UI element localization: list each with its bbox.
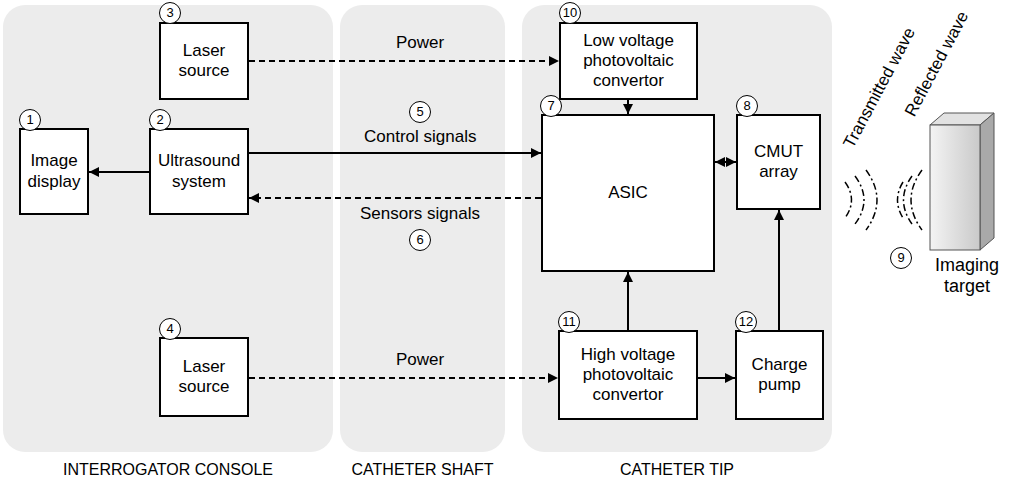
edge-label: Power bbox=[393, 350, 447, 370]
connector-arrow bbox=[627, 272, 629, 330]
edge-label: Sensors signals bbox=[357, 204, 483, 224]
callout-number: 7 bbox=[540, 95, 562, 117]
process-box: High voltage photovoltaic convertor bbox=[558, 330, 698, 420]
connector-arrow bbox=[249, 60, 559, 62]
process-box: ASIC bbox=[541, 114, 715, 272]
callout-number: 8 bbox=[736, 95, 758, 117]
callout-number: 4 bbox=[159, 318, 181, 340]
connector-arrow bbox=[89, 171, 149, 173]
box-label: Laser source bbox=[165, 41, 243, 81]
connector-arrow bbox=[249, 197, 541, 199]
connector-arrow bbox=[627, 100, 629, 114]
box-label: CMUT array bbox=[742, 142, 815, 182]
callout-number: 9 bbox=[890, 247, 912, 269]
transmitted-wave-arcs bbox=[845, 170, 877, 230]
callout-number: 11 bbox=[558, 311, 580, 333]
region-label: INTERROGATOR CONSOLE bbox=[3, 461, 333, 479]
region-band: INTERROGATOR CONSOLELaser sourceImage di… bbox=[3, 5, 333, 452]
callout-number: 5 bbox=[409, 101, 431, 123]
connector-arrow bbox=[778, 210, 780, 330]
connector-arrow bbox=[715, 161, 736, 163]
process-box: Image display bbox=[19, 128, 89, 215]
box-label: High voltage photovoltaic convertor bbox=[564, 345, 692, 405]
process-box: CMUT array bbox=[736, 114, 821, 210]
band-ground bbox=[340, 5, 505, 452]
connector-arrow bbox=[249, 377, 558, 379]
target-label: Imaging target bbox=[922, 255, 1012, 296]
edge-label: Power bbox=[393, 33, 447, 53]
process-box: Ultrasound system bbox=[149, 128, 249, 215]
callout-number: 1 bbox=[19, 109, 41, 131]
process-box: Charge pump bbox=[735, 330, 824, 420]
region-label: CATHETER TIP bbox=[522, 461, 832, 479]
box-label: Charge pump bbox=[741, 355, 818, 395]
callout-number: 2 bbox=[149, 109, 171, 131]
process-box: Low voltage photovoltaic convertor bbox=[559, 22, 698, 100]
imaging-target: Imaging target bbox=[922, 105, 1012, 295]
box-label: ASIC bbox=[608, 183, 648, 203]
target-block bbox=[922, 105, 1012, 255]
callout-number: 6 bbox=[409, 229, 431, 251]
box-label: Low voltage photovoltaic convertor bbox=[565, 31, 692, 91]
reflected-wave-arcs bbox=[898, 170, 923, 230]
connector-arrow bbox=[249, 152, 541, 154]
process-box: Laser source bbox=[159, 337, 249, 417]
callout-number: 12 bbox=[735, 311, 757, 333]
wave-label: Reflected wave bbox=[901, 8, 973, 120]
callout-number: 10 bbox=[559, 2, 581, 24]
region-label: CATHETER SHAFT bbox=[340, 461, 505, 479]
edge-label: Control signals bbox=[361, 127, 479, 147]
callout-number: 3 bbox=[159, 2, 181, 24]
region-band: CATHETER TIPLow voltage photovoltaic con… bbox=[522, 5, 832, 452]
box-label: Laser source bbox=[165, 357, 243, 397]
band-ground bbox=[522, 5, 832, 452]
connector-arrow bbox=[698, 377, 735, 379]
band-ground bbox=[3, 5, 333, 452]
box-label: Image display bbox=[25, 151, 83, 191]
wave-label: Transmitted wave bbox=[840, 24, 920, 151]
box-label: Ultrasound system bbox=[155, 151, 243, 191]
process-box: Laser source bbox=[159, 22, 249, 100]
